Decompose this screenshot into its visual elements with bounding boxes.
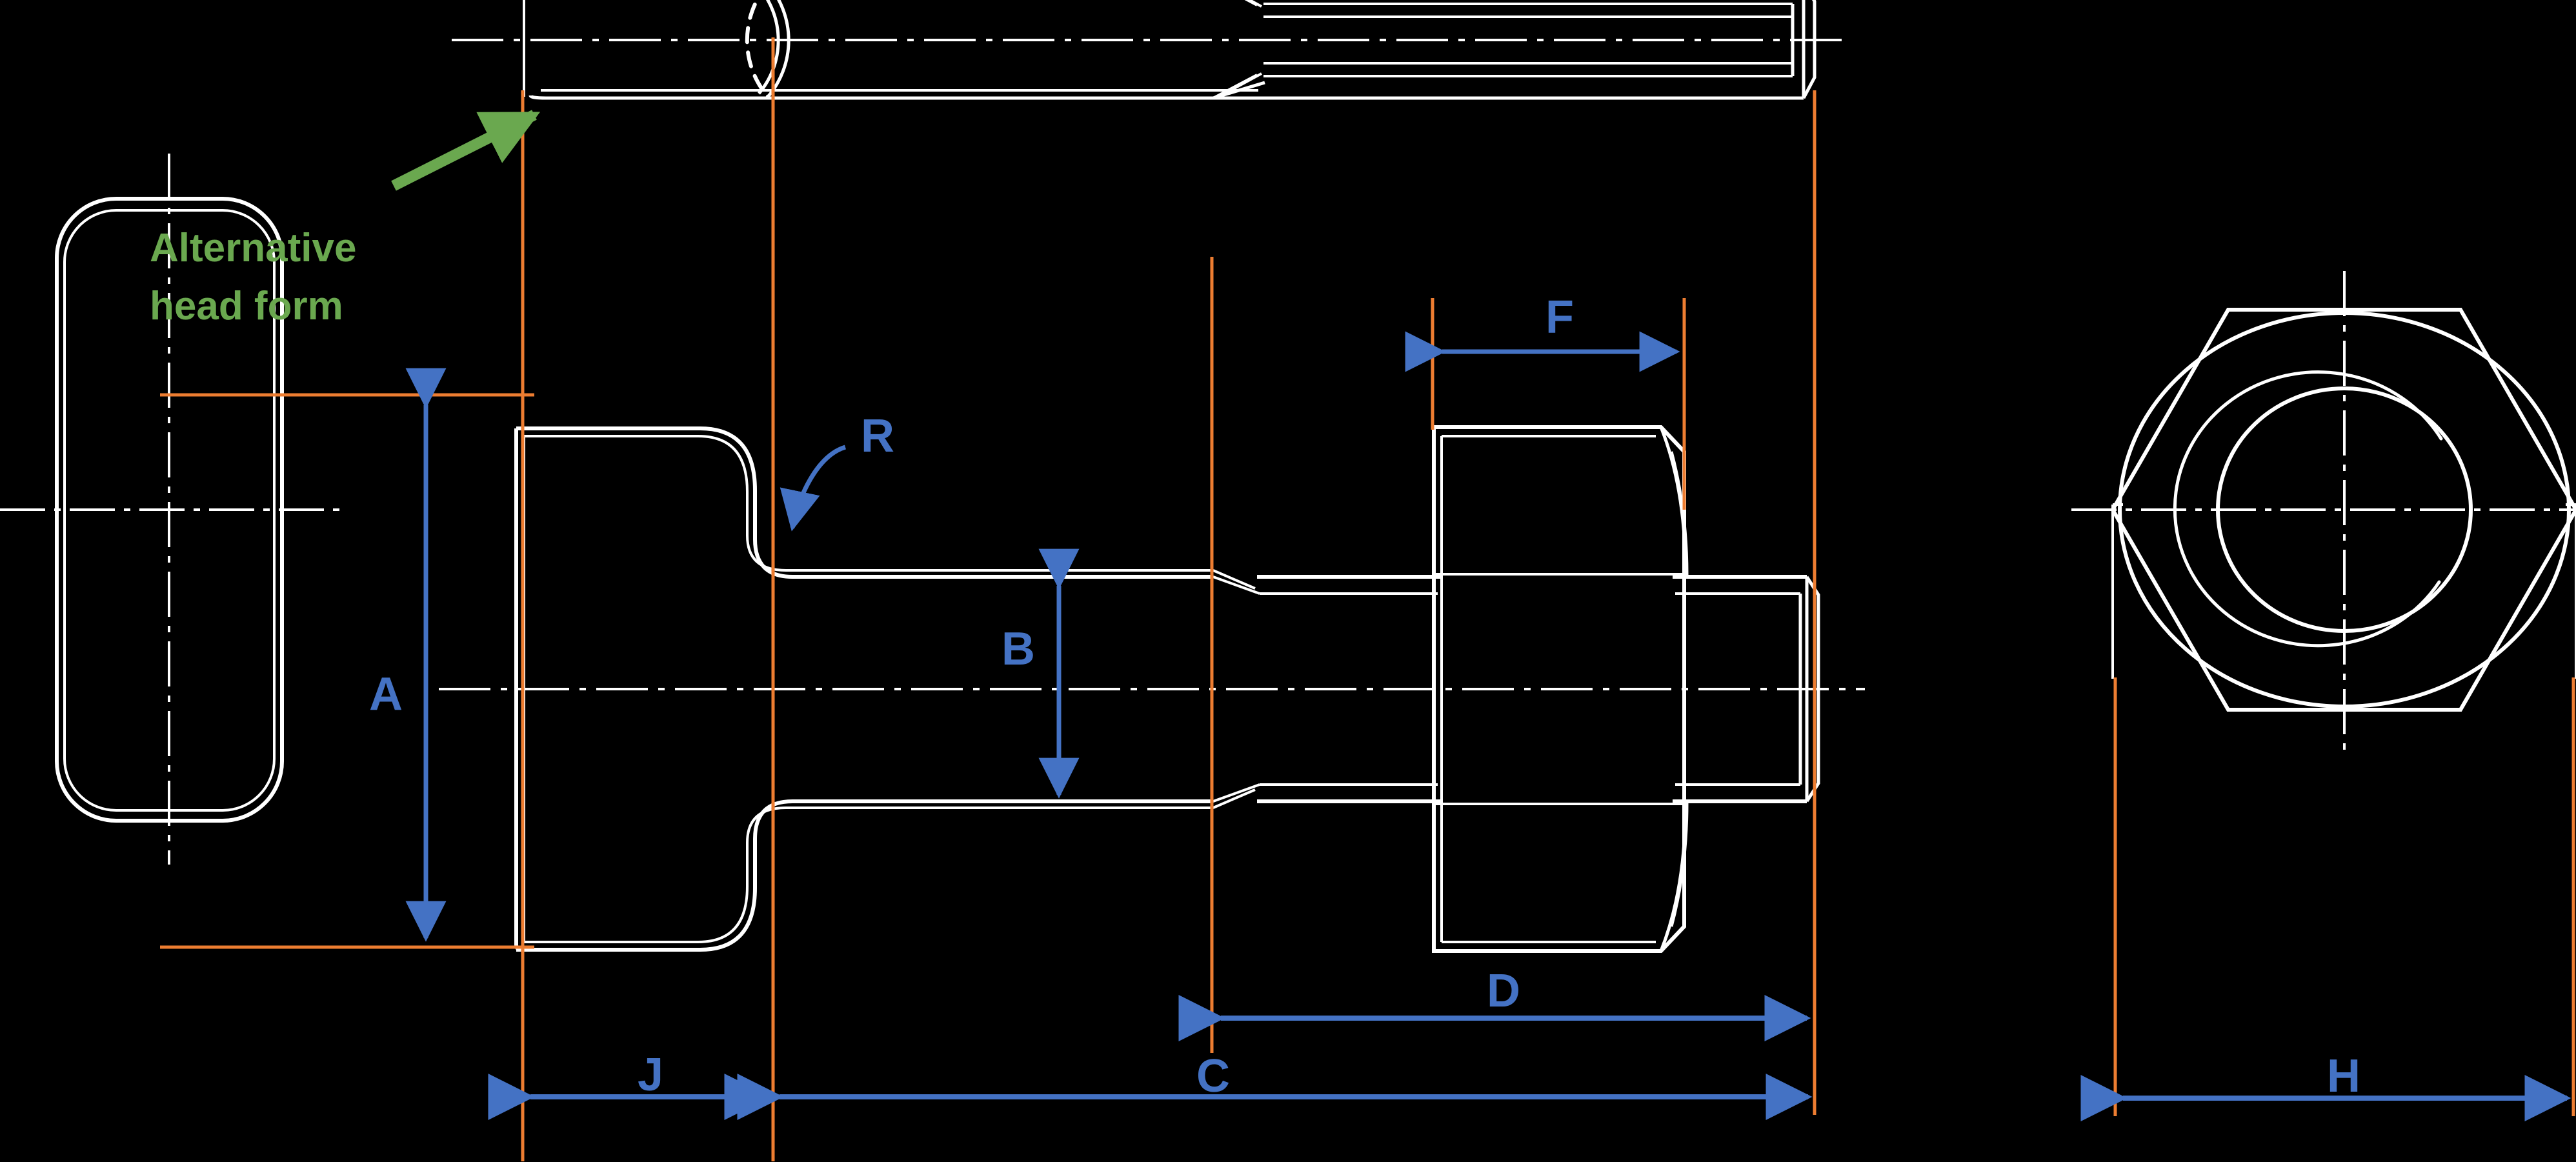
nut-end-view	[2071, 271, 2576, 755]
side-elevation	[439, 425, 1865, 953]
top-view-bolt-end	[1791, 0, 1816, 99]
annotation-line-1: Alternative	[150, 226, 356, 270]
side-hex-nut-chamfer-arcs	[1659, 426, 1689, 952]
top-view-threaded-section	[1260, 96, 1804, 100]
top-view-thread-runout	[1213, 0, 1262, 99]
nut-hexagon-outline	[2110, 308, 2576, 712]
top-view	[452, 0, 1846, 100]
side-thread-root-lines	[1260, 592, 1800, 786]
dimension-label-C: C	[1196, 1050, 1230, 1102]
top-view-thread-root-lines	[1263, 3, 1793, 77]
annotation-leader-alt-head	[391, 110, 541, 191]
side-shank	[832, 575, 1213, 803]
top-view-head-outline	[528, 94, 1291, 100]
extension-lines	[160, 37, 2575, 1161]
dimension-label-A: A	[369, 668, 403, 720]
head-end-inner-outline	[63, 209, 276, 812]
side-threaded-section	[1257, 575, 1807, 803]
dimension-label-J: J	[638, 1049, 663, 1101]
head-end-centerlines	[0, 154, 342, 865]
side-head-outline	[514, 426, 757, 952]
head-end-view	[0, 154, 342, 865]
nut-end-centerlines	[2071, 271, 2576, 755]
dimension-label-F: F	[1545, 292, 1574, 343]
alt-head-arrow	[391, 110, 541, 191]
dimension-label-H: H	[2327, 1050, 2360, 1102]
dimension-lines	[405, 331, 2571, 1121]
dimension-label-R: R	[861, 410, 894, 462]
top-view-head-edges	[523, 0, 1258, 97]
dimension-leader-R	[780, 445, 847, 532]
side-thread-runout	[1213, 569, 1260, 809]
dimension-label-D: D	[1487, 965, 1520, 1017]
side-shank-inner	[832, 569, 1213, 809]
dimension-label-B: B	[1001, 623, 1035, 675]
side-hex-nut-inner-lines	[1434, 435, 1685, 943]
alternative-round-head-hidden-arc	[745, 0, 770, 99]
head-end-outline	[55, 197, 284, 823]
annotation-line-2: head form	[150, 284, 343, 328]
side-head-fillet	[753, 539, 839, 839]
side-head-fillet-inner	[746, 535, 839, 843]
top-view-shank	[768, 81, 1265, 100]
